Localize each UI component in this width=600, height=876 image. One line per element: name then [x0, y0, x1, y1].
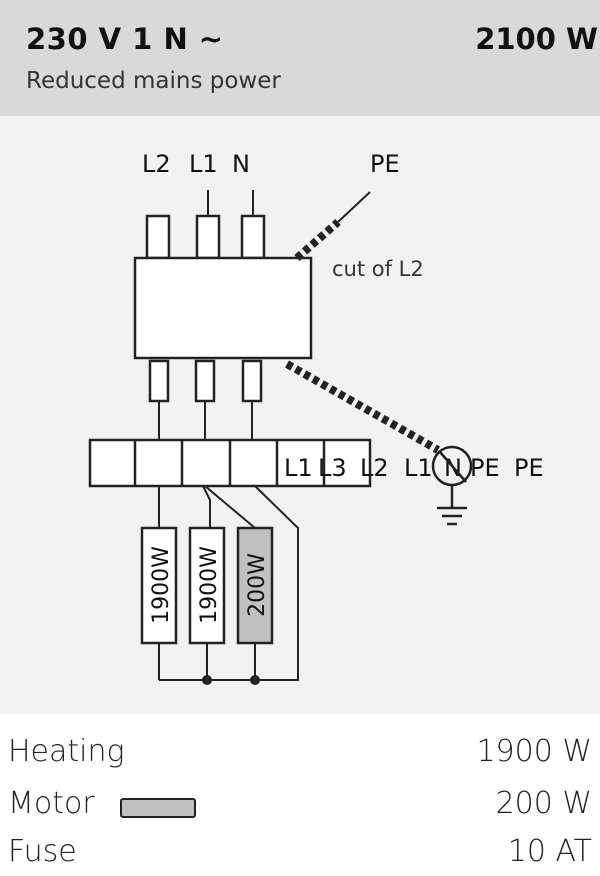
heating-resistor-1: 1900W: [140, 526, 178, 645]
heating-resistor-2: 1900W: [188, 526, 226, 645]
pe-lead-top: [337, 191, 371, 223]
supply-voltage: 230 V 1 N ~: [26, 22, 224, 56]
legend-value-heating: 1900 W: [476, 734, 592, 769]
legend-value-fuse: 10 AT: [507, 834, 592, 869]
legend-row-motor: Motor 200 W: [0, 780, 600, 828]
wiring-diagram-svg: L2 L1 N PE cut of L2: [88, 150, 544, 685]
lower-leads: [158, 401, 253, 440]
ground-icon: [431, 445, 473, 526]
terminal-label-l1-b: L1: [404, 454, 433, 482]
supply-subtitle: Reduced mains power: [26, 68, 281, 94]
plug-pins-top: [145, 214, 266, 260]
terminal-block: [88, 438, 372, 488]
junction-dot-1: [202, 675, 212, 685]
pe-dashed-bottom: [285, 360, 440, 454]
total-power: 2100 W: [475, 22, 598, 56]
plug-pins-bottom: [148, 359, 263, 403]
heating-resistor-2-label: 1900W: [197, 546, 222, 624]
power-legend: Heating 1900 W Motor 200 W Fuse 10 AT: [0, 714, 600, 870]
legend-value-motor: 200 W: [495, 786, 592, 821]
plug-label-n: N: [232, 150, 250, 178]
terminal-label-pe-a: PE: [470, 454, 500, 482]
terminal-label-pe-b: PE: [514, 454, 544, 482]
heater-wiring: [158, 485, 299, 681]
plug-label-l1: L1: [189, 150, 218, 178]
motor-resistor: 200W: [236, 526, 274, 645]
junction-dot-2: [250, 675, 260, 685]
wiring-diagram: L2 L1 N PE cut of L2: [0, 116, 600, 714]
terminal-label-l1-a: L1: [284, 454, 313, 482]
pe-dashed-top: [294, 218, 341, 262]
plug-body: [133, 256, 313, 360]
upper-leads: [207, 190, 254, 216]
legend-label-motor: Motor: [8, 786, 95, 821]
motor-resistor-label: 200W: [245, 553, 270, 617]
legend-row-fuse: Fuse 10 AT: [0, 828, 600, 876]
terminal-label-l2: L2: [360, 454, 389, 482]
legend-label-heating: Heating: [8, 734, 125, 769]
terminal-label-l3: L3: [318, 454, 347, 482]
plug-label-l2: L2: [142, 150, 171, 178]
plug-label-pe: PE: [370, 150, 400, 178]
header: 230 V 1 N ~ 2100 W Reduced mains power: [0, 0, 600, 116]
cut-note: cut of L2: [332, 257, 424, 281]
legend-row-heating: Heating 1900 W: [0, 728, 600, 776]
legend-label-fuse: Fuse: [8, 834, 77, 869]
heating-resistor-1-label: 1900W: [149, 546, 174, 624]
motor-swatch-icon: [120, 798, 196, 818]
